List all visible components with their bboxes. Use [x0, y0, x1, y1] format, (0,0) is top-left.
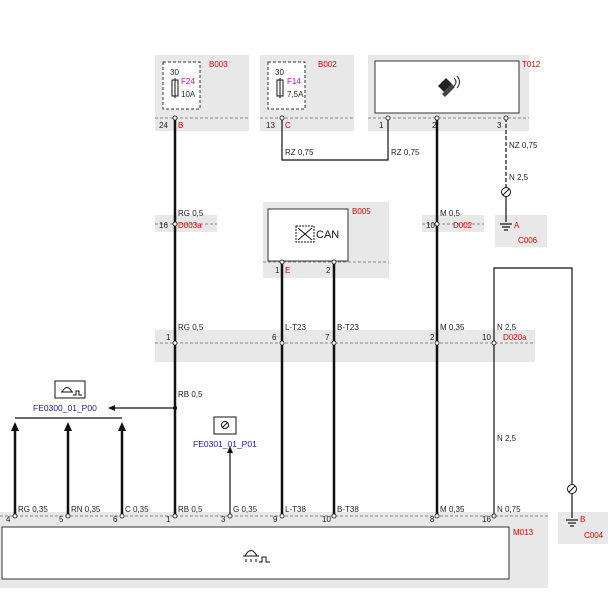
wire-n25c-label: N 2,5 [497, 434, 517, 443]
m013-pin-1: 1 [166, 515, 171, 524]
d002-pin: 10 [426, 221, 435, 230]
t012-pin-3: 3 [497, 121, 502, 130]
wire-rb05b-label: RB 0,5 [178, 505, 203, 514]
d002-label: D002 [453, 221, 473, 230]
fe0301-link[interactable]: FE0301_01_P01 [193, 439, 257, 449]
m013-pin-9: 9 [273, 515, 278, 524]
b005-label: B005 [352, 207, 371, 216]
ground-c006-icon [500, 223, 512, 231]
wire-lt38-label: L-T38 [285, 505, 306, 514]
wire-rb05-label: RB 0,5 [178, 390, 203, 399]
b003-top: 30 [170, 68, 179, 77]
b005-pin-letter: E [285, 266, 290, 275]
wire-c035-label: C 0,35 [125, 505, 149, 514]
b002-label: B002 [318, 60, 337, 69]
c004-letter: B [580, 515, 585, 524]
m013-pin-16: 16 [482, 515, 491, 524]
d020a-pin-10: 10 [482, 333, 491, 342]
d003a-label: D003a [178, 221, 202, 230]
b005-pin-2: 2 [326, 266, 331, 275]
d003a-pin: 16 [159, 221, 168, 230]
wire-m05-label: M 0,5 [440, 209, 461, 218]
wire-g035-label: G 0,35 [233, 505, 258, 514]
b003-fuse: F24 [181, 77, 195, 86]
d020a-box [155, 330, 535, 362]
fe0300-icon[interactable] [54, 380, 86, 399]
ground-c004-icon [566, 519, 578, 527]
c006-label: C006 [518, 236, 538, 245]
can-bus-icon [295, 225, 315, 243]
c004-box [558, 512, 608, 544]
wire-nz-label: NZ 0,75 [509, 141, 538, 150]
wire-bt23-label: B-T23 [337, 323, 359, 332]
b003-pin-letter: B [178, 121, 183, 130]
wire-rg-b-label: RG 0,5 [178, 323, 204, 332]
wire-lt23-label: L-T23 [285, 323, 306, 332]
m013-pin-8: 8 [430, 515, 435, 524]
wire-rz-label-1: RZ 0,75 [285, 148, 314, 157]
pin-markers [12, 115, 509, 519]
b003-rating: 10A [181, 90, 196, 99]
m013-pin-5: 5 [59, 515, 64, 524]
wire-n-c004 [493, 267, 573, 516]
wire-bt38-label: B-T38 [337, 505, 359, 514]
fe0300-link[interactable]: FE0300_01_P00 [33, 403, 97, 413]
wire-rg035-label: RG 0,35 [18, 505, 48, 514]
d020a-pin-2: 2 [430, 333, 435, 342]
wire-rz-label-2: RZ 0,75 [391, 148, 420, 157]
b005-pin-1: 1 [275, 266, 280, 275]
fe0301-icon[interactable] [213, 416, 237, 435]
d020a-pin-6: 6 [272, 333, 277, 342]
b002-fuse: F14 [287, 77, 301, 86]
wire-n25b-label: N 2,5 [497, 323, 517, 332]
b003-pin: 24 [159, 121, 168, 130]
b002-pin: 13 [266, 121, 275, 130]
m013-pin-4: 4 [6, 515, 11, 524]
wire-m035a-label: M 0,35 [440, 323, 465, 332]
m013-pin-6: 6 [113, 515, 118, 524]
d020a-pin-1: 1 [166, 333, 171, 342]
wire-n075-label: N 0,75 [497, 505, 521, 514]
d020a-label: D020a [503, 333, 527, 342]
c006-box [495, 215, 547, 247]
m013-pin-10: 10 [322, 515, 331, 524]
wire-rg-a-label: RG 0,5 [178, 209, 204, 218]
d003a-box [155, 215, 217, 232]
m013-pin-3: 3 [221, 515, 226, 524]
b002-pin-letter: C [285, 121, 291, 130]
wire-rz [281, 118, 389, 161]
c006-letter: A [514, 221, 520, 230]
b002-rating: 7,5A [287, 90, 304, 99]
wire-m035b-label: M 0,35 [440, 505, 465, 514]
horn-icon [438, 75, 460, 97]
wire-n25a-label: N 2,5 [509, 173, 529, 182]
b002-top: 30 [275, 68, 284, 77]
b003-label: B003 [209, 60, 228, 69]
light-pulse-icon [243, 550, 270, 563]
t012-pin-2: 2 [432, 121, 437, 130]
c004-label: C004 [584, 531, 604, 540]
t012-label: T012 [522, 60, 541, 69]
b003-inner [162, 61, 201, 110]
t012-pin-1: 1 [379, 121, 384, 130]
d020a-pin-7: 7 [325, 333, 330, 342]
m013-label: M013 [513, 528, 534, 537]
b002-inner [267, 61, 306, 110]
b005-can-label: CAN [316, 229, 339, 241]
wire-rn035-label: RN 0,35 [71, 505, 101, 514]
